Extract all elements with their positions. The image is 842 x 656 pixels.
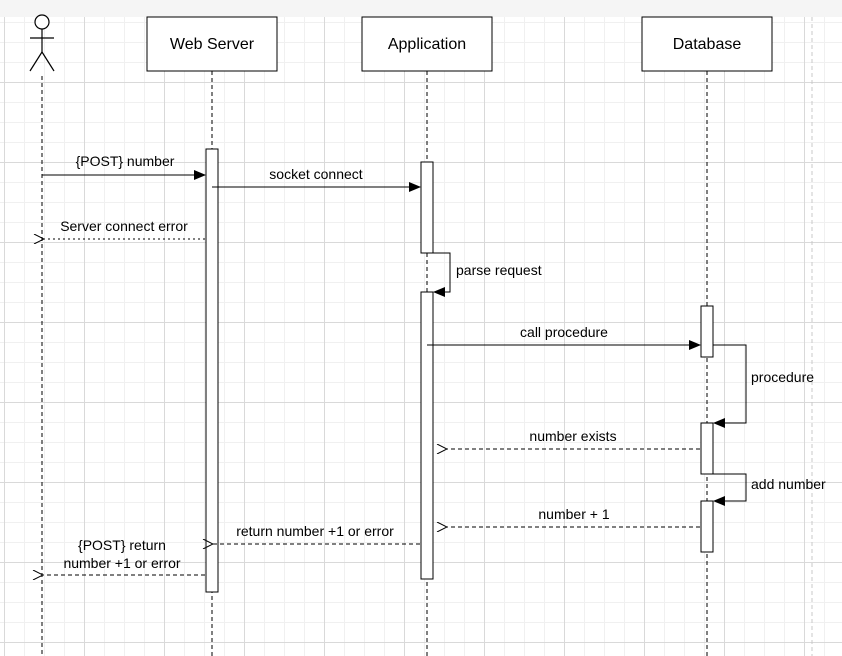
application-activation-1 (420, 161, 434, 254)
message-call-procedure: call procedure (427, 324, 701, 350)
procedure-label: procedure (751, 369, 814, 385)
participant-application: Application (361, 16, 493, 72)
database-label: Database (673, 36, 742, 53)
participant-web-server: Web Server (146, 16, 278, 72)
user-actor-icon (29, 14, 55, 72)
server-connect-error-label: Server connect error (60, 218, 188, 234)
application-activation-2 (420, 291, 434, 580)
message-procedure: procedure (713, 344, 814, 428)
add-number-label: add number (751, 476, 826, 492)
call-procedure-label: call procedure (520, 324, 608, 340)
message-parse-request: parse request (433, 252, 542, 297)
post-return-label-line1: {POST} return (78, 537, 166, 553)
database-activation-1 (700, 305, 714, 358)
post-number-label: {POST} number (76, 153, 175, 169)
number-exists-label: number exists (529, 428, 616, 444)
message-post-number: {POST} number (42, 153, 206, 180)
parse-request-label: parse request (456, 262, 542, 278)
message-post-return: {POST} return number +1 or error (43, 537, 205, 575)
top-bar (0, 0, 842, 17)
socket-connect-label: socket connect (269, 166, 362, 182)
message-server-connect-error: Server connect error (44, 218, 205, 239)
web-server-activation (205, 148, 219, 593)
message-socket-connect: socket connect (212, 166, 421, 192)
application-label: Application (388, 36, 466, 53)
message-return-number: return number +1 or error (213, 523, 420, 544)
message-add-number: add number (713, 473, 826, 506)
web-server-label: Web Server (170, 36, 255, 53)
message-number-plus-one: number + 1 (447, 506, 700, 527)
message-number-exists: number exists (447, 428, 700, 449)
post-return-label-line2: number +1 or error (63, 555, 180, 571)
database-activation-3 (700, 500, 714, 553)
number-plus-one-label: number + 1 (538, 506, 609, 522)
return-number-label: return number +1 or error (236, 523, 394, 539)
database-activation-2 (700, 422, 714, 475)
participant-database: Database (641, 16, 773, 72)
